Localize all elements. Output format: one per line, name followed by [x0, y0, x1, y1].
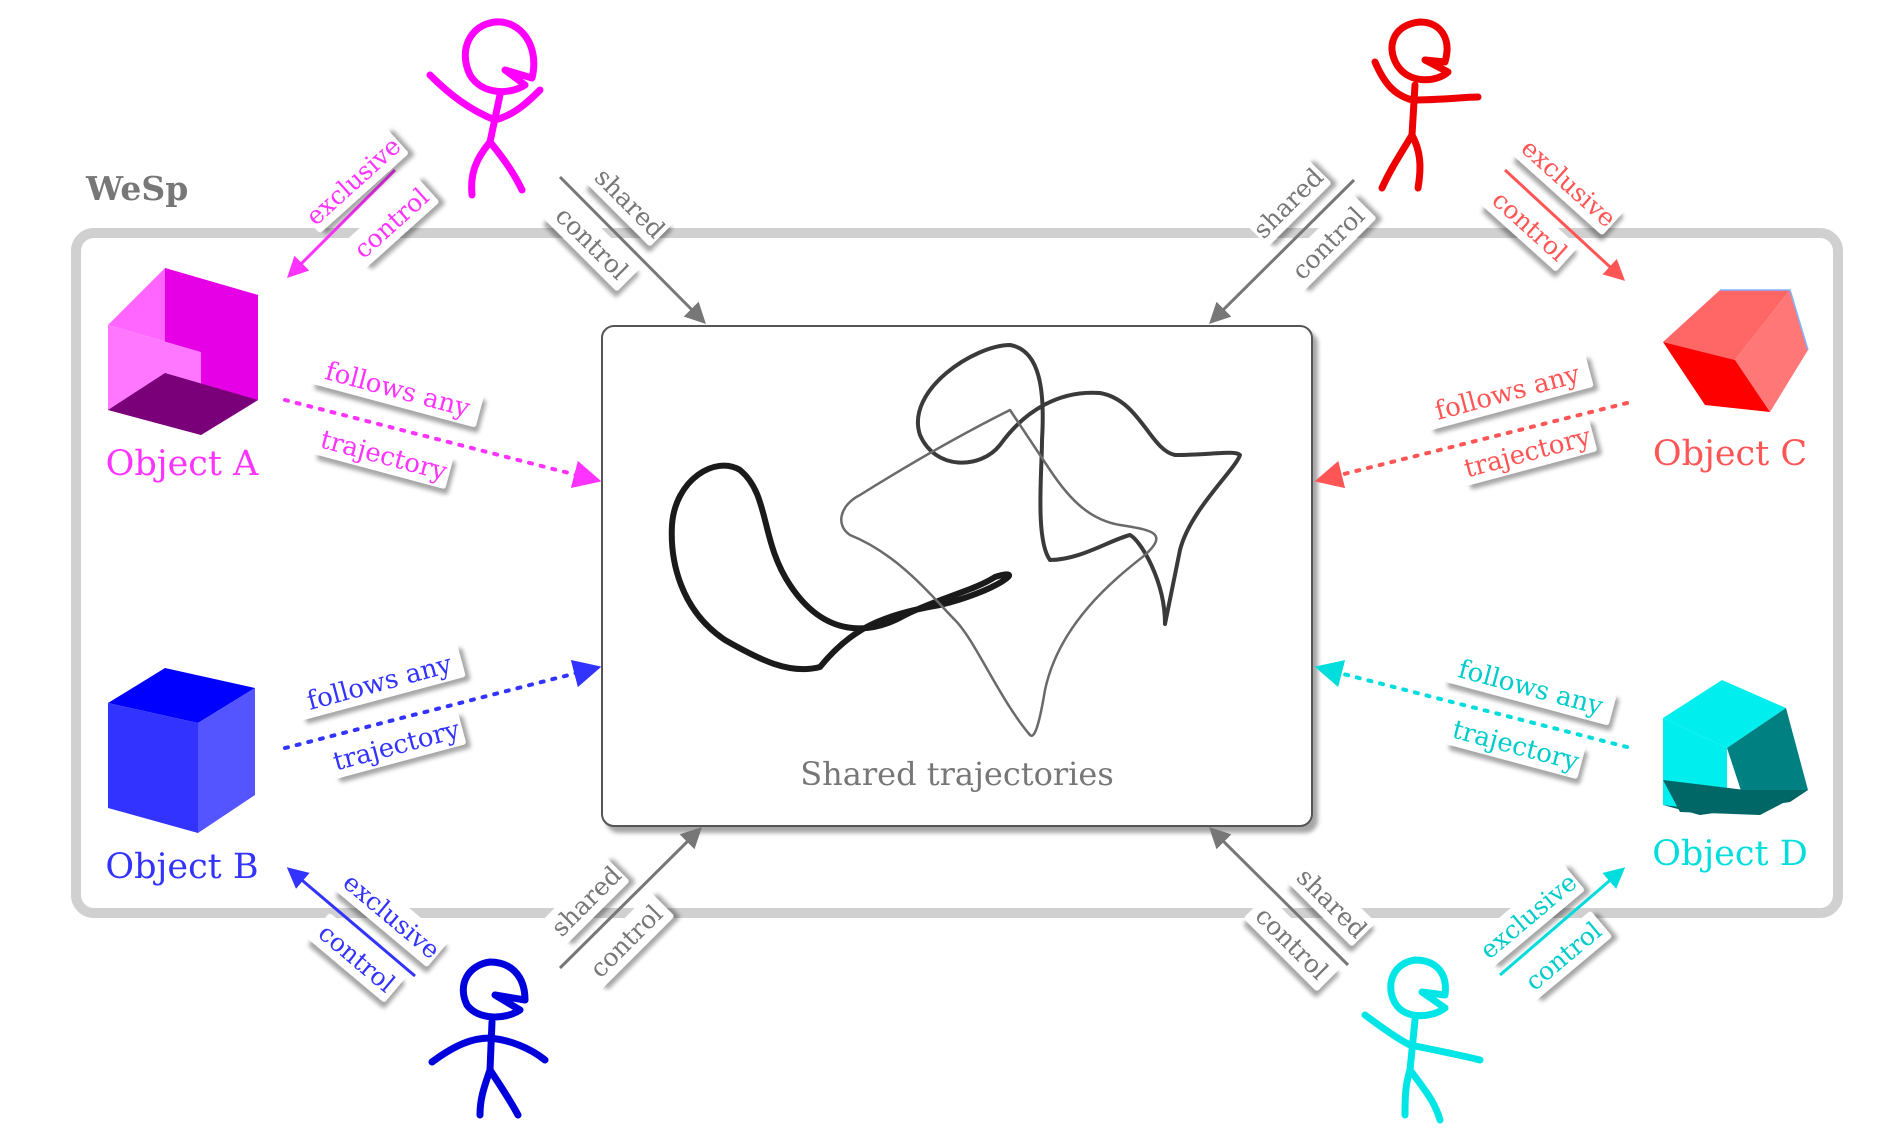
- svg-text:follows any: follows any: [304, 649, 455, 716]
- shared-arrow-d: [1209, 827, 1350, 967]
- object-b-label: Object B: [105, 847, 258, 887]
- tag-trajectory-c: trajectory: [1457, 418, 1597, 486]
- follows-arrow-b: [283, 660, 602, 750]
- user-icon-c: [1371, 18, 1482, 192]
- trajectory-dark: [668, 462, 1012, 673]
- system-frame: [71, 228, 1843, 918]
- follows-arrow-c: [1314, 401, 1629, 489]
- svg-text:trajectory: trajectory: [330, 715, 463, 778]
- tag-trajectory-d: trajectory: [1446, 711, 1586, 779]
- cube-icon-object-c: [1663, 289, 1809, 412]
- object-d-label: Object D: [1652, 834, 1808, 874]
- system-label: WeSp: [85, 169, 188, 208]
- follows-arrow-d: [1314, 660, 1629, 749]
- tag-follows-d: follows any: [1444, 649, 1617, 725]
- shared-arrow-b: [558, 827, 702, 970]
- object-c-label: Object C: [1653, 434, 1807, 474]
- shared-trajectories-box: Shared trajectories: [601, 325, 1313, 827]
- svg-text:trajectory: trajectory: [317, 425, 450, 488]
- svg-text:control: control: [1486, 185, 1572, 267]
- exclusive-arrow-d: [1499, 867, 1626, 977]
- exclusive-arrow-b: [286, 867, 416, 978]
- trajectory-light: [840, 408, 1158, 737]
- user-icon-b: [428, 958, 549, 1119]
- exclusive-arrow-c: [1503, 168, 1626, 281]
- center-label: Shared trajectories: [800, 755, 1114, 793]
- svg-text:trajectory: trajectory: [1461, 422, 1594, 485]
- shared-arrow-c: [1209, 178, 1356, 324]
- cube-icon-object-d: [1663, 680, 1808, 815]
- object-a-label: Object A: [106, 444, 259, 484]
- cube-icon-object-a: [108, 268, 258, 435]
- trajectory-mid: [915, 343, 1242, 626]
- tag-trajectory-a: trajectory: [314, 421, 454, 489]
- shared-arrow-a: [558, 175, 706, 324]
- tag-trajectory-b: trajectory: [326, 711, 466, 779]
- svg-text:trajectory: trajectory: [1449, 715, 1582, 778]
- tag-follows-a: follows any: [311, 351, 484, 427]
- svg-text:follows any: follows any: [1455, 654, 1606, 721]
- follows-arrow-a: [283, 398, 602, 488]
- user-icon-a: [426, 18, 544, 199]
- user-icon-d: [1361, 956, 1484, 1124]
- exclusive-arrow-a: [287, 168, 397, 278]
- svg-text:follows any: follows any: [1432, 359, 1583, 426]
- cube-icon-object-b: [108, 668, 255, 833]
